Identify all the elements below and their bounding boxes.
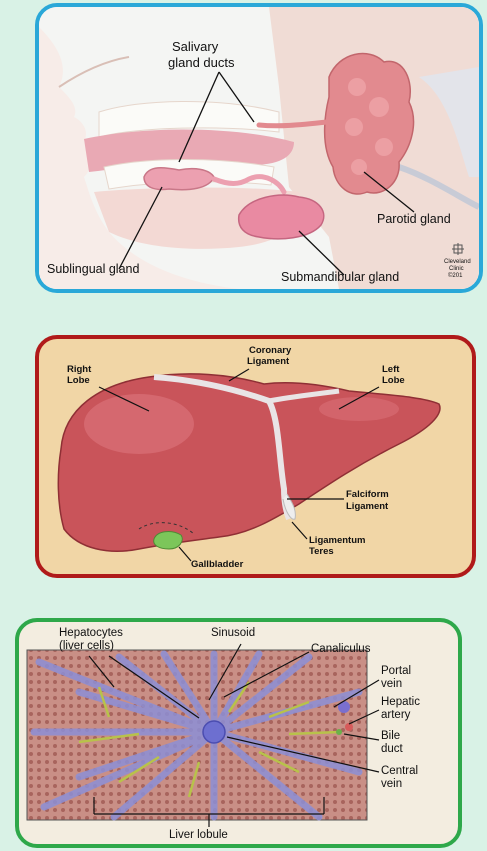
label-gallbladder: Gallbladder <box>191 559 244 570</box>
label-ligamentum-teres: Teres <box>309 546 334 557</box>
falciform-ligament <box>153 374 340 521</box>
label-right-lobe: Right <box>67 364 92 375</box>
cleveland-clinic-logo <box>452 243 464 255</box>
central-vein <box>202 720 226 744</box>
label-hepatocytes: Hepatocytes <box>59 627 123 639</box>
label-falciform-ligament: Ligament <box>346 501 389 512</box>
label-ligamentum-teres: Ligamentum <box>309 535 365 546</box>
label-salivary-ducts: Salivary <box>172 39 219 54</box>
liver-illustration: Right Lobe Coronary Ligament Left Lobe F… <box>57 345 441 570</box>
label-parotid-gland: Parotid gland <box>377 212 451 226</box>
label-liver-lobule: Liver lobule <box>169 829 228 841</box>
upper-teeth <box>98 101 280 138</box>
liver-shape <box>57 373 441 552</box>
liver-lobule-illustration: Hepatocytes (liver cells) Sinusoid Canal… <box>26 627 420 841</box>
liver-lobule-panel: Hepatocytes (liver cells) Sinusoid Canal… <box>15 618 462 848</box>
sublingual-gland <box>143 166 215 191</box>
label-coronary-ligament: Ligament <box>247 356 290 367</box>
label-bile-duct: Bile <box>381 730 400 742</box>
label-sublingual-gland: Sublingual gland <box>47 262 139 276</box>
label-hepatic-artery: Hepatic <box>381 696 420 708</box>
bile-canaliculi <box>78 681 340 798</box>
label-salivary-ducts: gland ducts <box>168 55 235 70</box>
salivary-illustration: Salivary gland ducts Parotid gland Subli… <box>39 7 479 289</box>
credit-text: ©201 <box>448 272 463 279</box>
submandibular-gland <box>237 194 325 240</box>
credit-text: Cleveland <box>444 259 471 265</box>
label-central-vein: Central <box>381 765 418 777</box>
salivary-glands-panel: Salivary gland ducts Parotid gland Subli… <box>35 3 483 293</box>
label-central-vein: vein <box>381 778 402 790</box>
label-left-lobe: Lobe <box>382 375 405 386</box>
label-coronary-ligament: Coronary <box>249 345 292 356</box>
credit-text: Clinic <box>449 266 464 272</box>
gallbladder <box>138 522 195 550</box>
label-canaliculus: Canaliculus <box>311 643 371 655</box>
label-right-lobe: Lobe <box>67 375 90 386</box>
label-falciform-ligament: Falciform <box>346 489 389 500</box>
label-hepatic-artery: artery <box>381 709 411 721</box>
parotid-gland <box>323 52 415 195</box>
label-hepatocytes: (liver cells) <box>59 640 114 652</box>
label-submandibular-gland: Submandibular gland <box>281 270 399 284</box>
liver-lobule-bracket <box>93 797 325 827</box>
sinusoids <box>30 650 363 821</box>
label-portal-vein: Portal <box>381 665 411 677</box>
label-sinusoid: Sinusoid <box>211 627 255 639</box>
label-left-lobe: Left <box>382 364 400 375</box>
liver-panel: Right Lobe Coronary Ligament Left Lobe F… <box>35 335 476 578</box>
label-portal-vein: vein <box>381 678 402 690</box>
label-bile-duct: duct <box>381 743 404 755</box>
